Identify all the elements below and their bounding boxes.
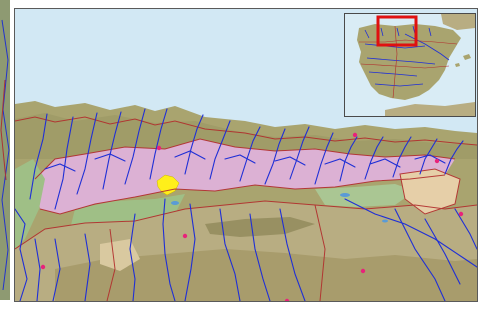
city-marker	[458, 211, 464, 217]
southern-ridge	[205, 217, 315, 237]
valley-green-west	[15, 159, 45, 249]
inset-islands	[455, 54, 471, 67]
inset-france	[441, 14, 475, 30]
rivers	[15, 108, 477, 301]
valley-green-central	[70, 194, 185, 231]
city-markers	[40, 132, 464, 301]
city-marker	[352, 132, 358, 138]
reservoirs	[171, 193, 388, 223]
inset-africa	[385, 102, 475, 116]
city-marker	[360, 268, 366, 274]
inset-iberia	[357, 24, 461, 100]
map-viewport[interactable]	[14, 8, 478, 302]
city-marker	[284, 298, 290, 301]
inset-locator-map	[344, 13, 476, 117]
plateau-lower	[55, 249, 477, 301]
main-map	[15, 9, 477, 301]
mountain-belt	[35, 139, 455, 214]
city-marker	[156, 145, 162, 151]
city-marker	[182, 233, 188, 239]
valley-green-east	[315, 184, 415, 207]
city-marker	[40, 264, 46, 270]
basin-east	[400, 169, 460, 214]
left-edge-strip	[0, 0, 10, 300]
yellow-patch	[156, 174, 180, 196]
region-borders	[15, 116, 477, 301]
city-marker	[434, 158, 440, 164]
inset-locator-frame	[376, 15, 418, 47]
